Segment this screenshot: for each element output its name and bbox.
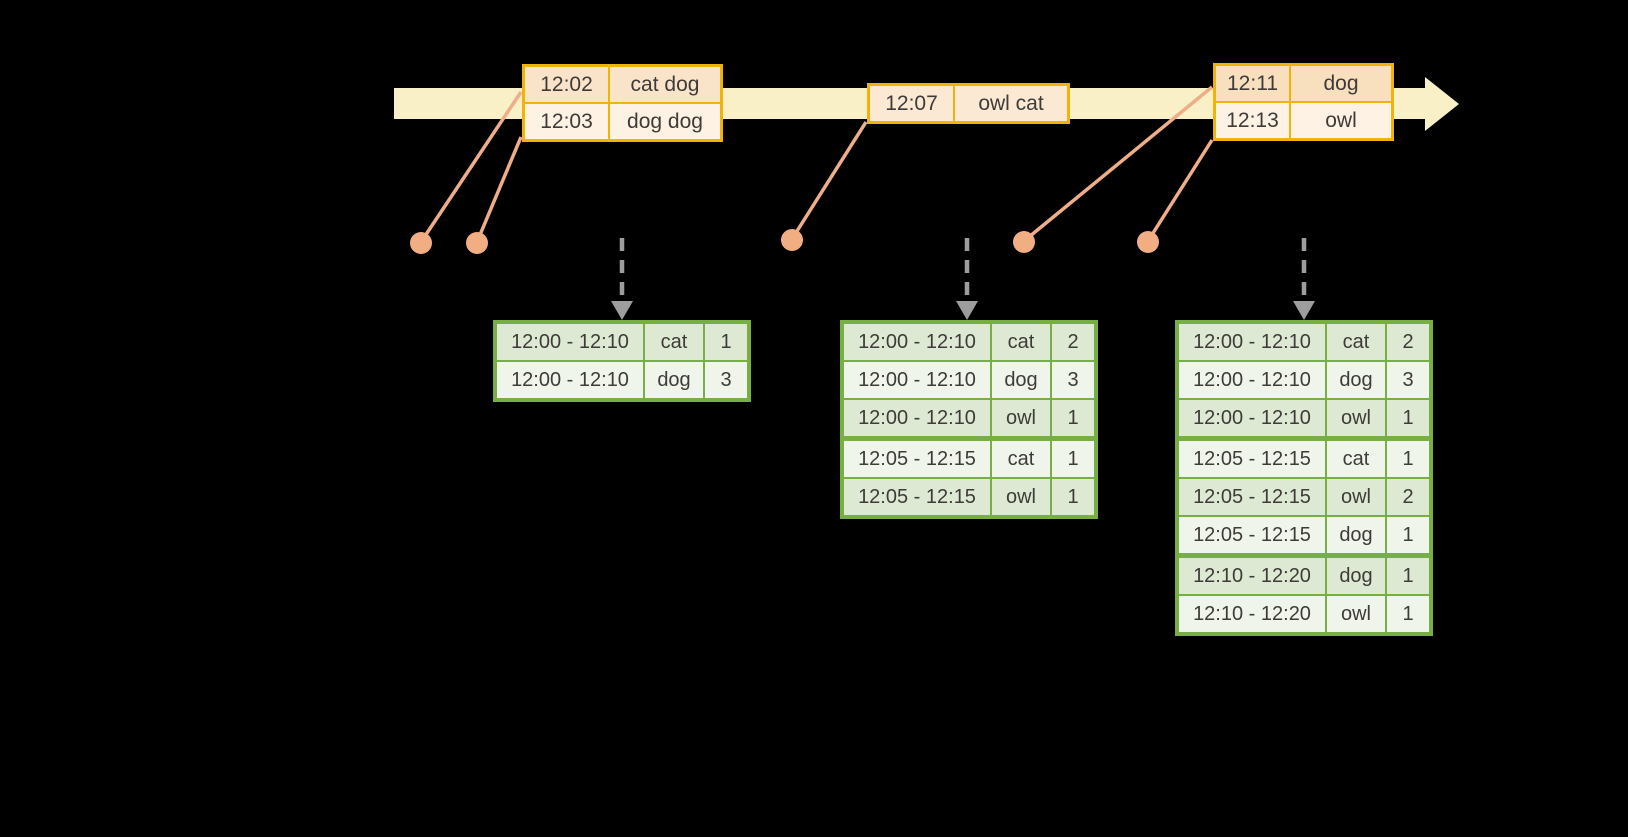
- table-cell: dog: [1291, 66, 1391, 101]
- table-cell: 12:07: [870, 86, 953, 121]
- trigger-arrow-icon: [1293, 301, 1315, 320]
- event-dot: [466, 232, 488, 254]
- table-cell: 12:11: [1216, 66, 1289, 101]
- table-cell: cat dog: [610, 67, 720, 102]
- trigger-arrow-icon: [611, 301, 633, 320]
- event-dots: [410, 229, 1159, 254]
- table-cell: 12:03: [525, 104, 608, 139]
- table-cell: 1: [705, 324, 747, 360]
- table-cell: 1: [1387, 517, 1429, 553]
- trigger-arrow-icon: [956, 301, 978, 320]
- table-cell: dog: [1327, 558, 1385, 594]
- table-cell: 1: [1052, 400, 1094, 436]
- trigger-arrows: [611, 238, 1315, 320]
- table-cell: 12:00 - 12:10: [1179, 400, 1325, 436]
- table-cell: dog: [1327, 517, 1385, 553]
- table-cell: 1: [1387, 400, 1429, 436]
- table-cell: cat: [645, 324, 703, 360]
- table-cell: cat: [992, 441, 1050, 477]
- table-cell: 12:00 - 12:10: [497, 362, 643, 398]
- event-connector-line: [1146, 139, 1214, 242]
- table-cell: 12:05 - 12:15: [1179, 517, 1325, 553]
- table-cell: 12:10 - 12:20: [1179, 596, 1325, 632]
- event-connector-line: [419, 91, 523, 243]
- table-cell: cat: [1327, 441, 1385, 477]
- table-cell: owl: [992, 479, 1050, 515]
- event-connector-line: [1022, 85, 1214, 243]
- event-dot: [410, 232, 432, 254]
- table-cell: 12:00 - 12:10: [844, 400, 990, 436]
- table-cell: owl: [1327, 479, 1385, 515]
- table-cell: 1: [1387, 558, 1429, 594]
- table-cell: dog dog: [610, 104, 720, 139]
- table-cell: 1: [1052, 441, 1094, 477]
- table-cell: 1: [1052, 479, 1094, 515]
- table-cell: 12:05 - 12:15: [1179, 479, 1325, 515]
- table-cell: 3: [1387, 362, 1429, 398]
- table-cell: owl: [1291, 103, 1391, 138]
- table-cell: 12:00 - 12:10: [497, 324, 643, 360]
- table-cell: 2: [1387, 324, 1429, 360]
- table-cell: dog: [1327, 362, 1385, 398]
- table-cell: owl cat: [955, 86, 1067, 121]
- event-connector-line: [475, 136, 523, 243]
- table-cell: 1: [1387, 441, 1429, 477]
- table-cell: 12:00 - 12:10: [1179, 362, 1325, 398]
- event-connector-lines: [419, 85, 1214, 243]
- event-dot: [1137, 231, 1159, 253]
- table-cell: 12:00 - 12:10: [844, 362, 990, 398]
- table-cell: cat: [1327, 324, 1385, 360]
- table-cell: dog: [992, 362, 1050, 398]
- table-cell: 12:05 - 12:15: [844, 441, 990, 477]
- table-cell: 12:13: [1216, 103, 1289, 138]
- event-dot: [781, 229, 803, 251]
- table-cell: 12:05 - 12:15: [844, 479, 990, 515]
- table-cell: 3: [705, 362, 747, 398]
- table-cell: owl: [1327, 596, 1385, 632]
- table-cell: 12:10 - 12:20: [1179, 558, 1325, 594]
- table-cell: 2: [1387, 479, 1429, 515]
- table-cell: 12:00 - 12:10: [1179, 324, 1325, 360]
- table-cell: 12:00 - 12:10: [844, 324, 990, 360]
- table-cell: 12:02: [525, 67, 608, 102]
- event-connector-line: [790, 121, 868, 240]
- table-cell: owl: [992, 400, 1050, 436]
- event-dot: [1013, 231, 1035, 253]
- timeline-arrowhead-icon: [1425, 77, 1459, 131]
- table-cell: 2: [1052, 324, 1094, 360]
- table-cell: 1: [1387, 596, 1429, 632]
- table-cell: 12:05 - 12:15: [1179, 441, 1325, 477]
- table-cell: cat: [992, 324, 1050, 360]
- table-cell: dog: [645, 362, 703, 398]
- table-cell: owl: [1327, 400, 1385, 436]
- table-cell: 3: [1052, 362, 1094, 398]
